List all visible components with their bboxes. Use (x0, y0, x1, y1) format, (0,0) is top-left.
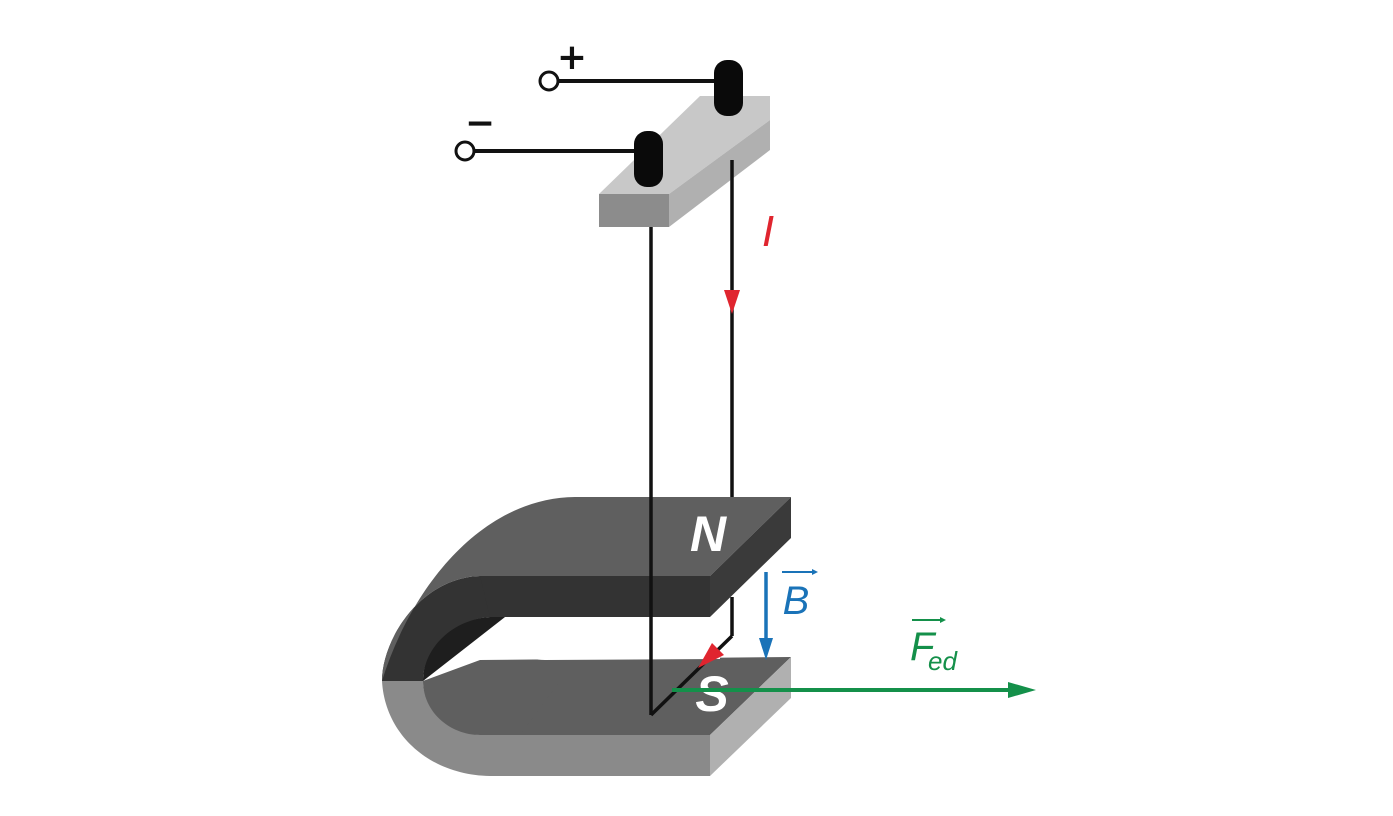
magnet-north-arm-side (710, 497, 791, 617)
north-pole-label: N (690, 506, 727, 562)
force-label: F (910, 625, 937, 669)
minus-terminal (454, 140, 476, 162)
force-vector: F ed (672, 617, 1036, 698)
magnet-north-arm-top (382, 497, 791, 681)
terminal-leads: + − (454, 37, 728, 162)
current-arrow-bottom (698, 643, 724, 668)
field-arrowhead (759, 638, 773, 660)
support-bar (599, 96, 770, 227)
magnetic-field-vector: B (759, 569, 818, 660)
wire-bottom-segment (649, 634, 734, 717)
support-bar-front (599, 194, 669, 227)
south-pole-label: S (695, 666, 728, 722)
horseshoe-magnet (382, 497, 791, 776)
wire-loop (649, 160, 734, 717)
current-arrow-down (724, 290, 740, 314)
plus-sign: + (557, 37, 587, 78)
minus-binding-post (634, 131, 663, 187)
magnet-inner-shadow (423, 617, 505, 681)
force-vector-bar-tip (940, 617, 946, 623)
support-bar-side (669, 120, 770, 227)
force-label-subscript: ed (928, 646, 958, 676)
magnet-south-arm-side (710, 657, 791, 776)
force-label-main: F (910, 625, 937, 669)
magnet-inner-gap (505, 617, 720, 660)
minus-sign: − (465, 103, 495, 144)
plus-binding-post (714, 60, 743, 116)
force-arrowhead (1008, 682, 1036, 698)
current-label: I (762, 207, 774, 256)
magnet-bend-lower (382, 681, 710, 776)
magnet-south-arm-top-curve (423, 681, 560, 735)
plus-terminal (538, 70, 560, 92)
field-vector-bar-tip (812, 569, 818, 575)
magnet-north-arm-front (480, 576, 710, 617)
field-label: B (783, 579, 810, 623)
